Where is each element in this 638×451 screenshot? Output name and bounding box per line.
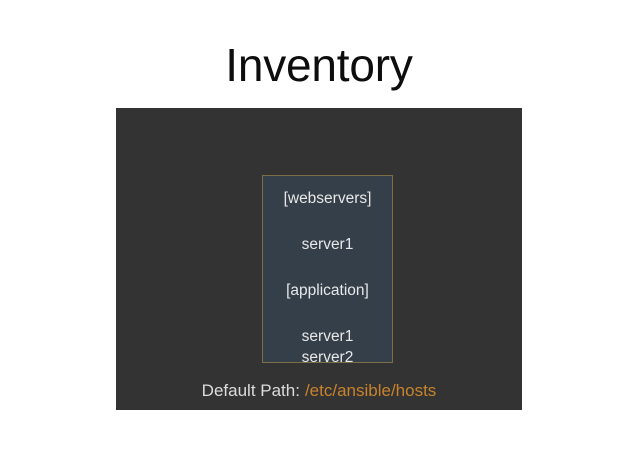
- inventory-host-application-2: server2: [301, 349, 354, 363]
- inventory-host-application-1: server1: [301, 328, 354, 345]
- inventory-line-list: [webservers] server1 [application] serve…: [263, 176, 392, 362]
- inventory-host-webservers-1: server1: [301, 236, 354, 253]
- inventory-group-application: [application]: [286, 282, 369, 299]
- inventory-code-box: [webservers] server1 [application] serve…: [262, 175, 393, 363]
- default-path-caption: Default Path:/etc/ansible/hosts: [116, 380, 522, 402]
- content-panel: [webservers] server1 [application] serve…: [116, 108, 522, 410]
- default-path-value: /etc/ansible/hosts: [304, 381, 437, 400]
- inventory-group-webservers: [webservers]: [283, 190, 372, 207]
- page-title: Inventory: [225, 39, 413, 91]
- default-path-label: Default Path:: [201, 381, 300, 400]
